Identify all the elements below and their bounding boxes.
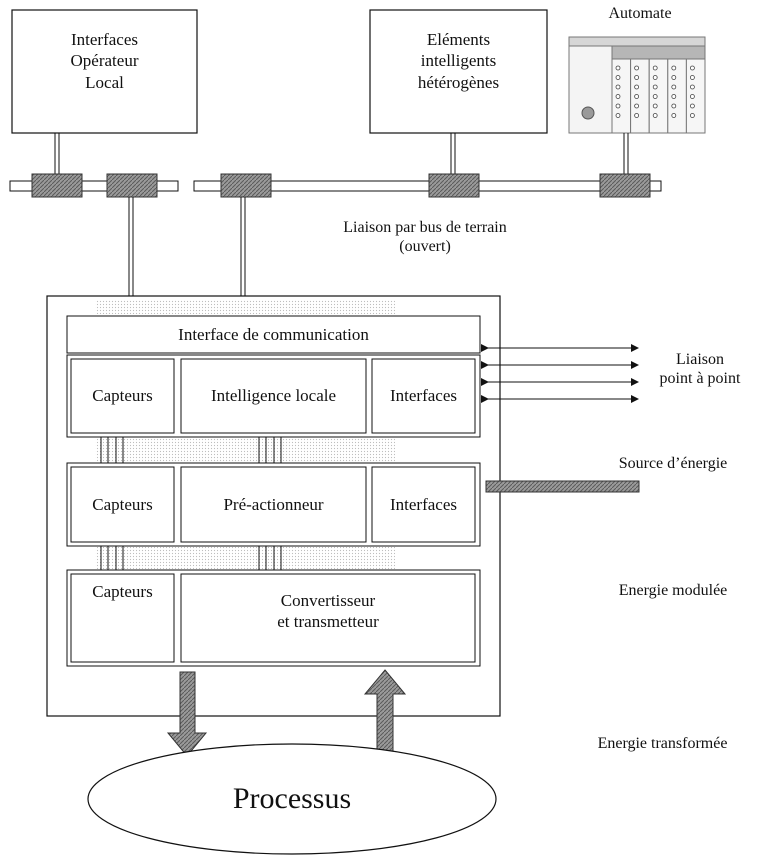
bus-connector bbox=[31, 173, 83, 198]
plc-led bbox=[671, 113, 677, 118]
plc-led bbox=[652, 103, 658, 109]
plc-led bbox=[652, 65, 658, 71]
plc-led bbox=[634, 84, 639, 90]
energie-transformee-label: Energie transformée bbox=[597, 735, 728, 752]
bus-connector bbox=[599, 173, 651, 198]
label-line: Local bbox=[85, 72, 124, 92]
automate-icon bbox=[568, 36, 706, 134]
plc-led bbox=[671, 84, 677, 90]
process-ellipse bbox=[87, 743, 497, 855]
row3-capteurs-label: Capteurs bbox=[92, 582, 153, 602]
row2-capteurs-label: Capteurs bbox=[92, 494, 153, 514]
module-top-shading bbox=[95, 300, 395, 314]
plc-led bbox=[652, 75, 658, 80]
plc-led bbox=[690, 75, 695, 80]
gap-shading bbox=[95, 547, 395, 569]
plc-slot bbox=[630, 58, 650, 134]
plc-slot bbox=[648, 58, 669, 134]
row3-convertisseur-box bbox=[180, 573, 476, 663]
label-line: Liaison bbox=[676, 351, 724, 368]
plc-led bbox=[652, 94, 658, 99]
plc-led bbox=[634, 75, 639, 80]
liaison-point-label: Liaison point à point bbox=[640, 350, 760, 388]
fieldbus-line bbox=[9, 180, 662, 192]
plc-led bbox=[634, 103, 639, 109]
label-line: point à point bbox=[659, 370, 741, 388]
plc-led bbox=[615, 75, 621, 80]
point-to-point-arrows bbox=[481, 344, 639, 403]
label-line: Convertisseur bbox=[280, 590, 376, 610]
gap-shading bbox=[95, 438, 395, 462]
energie-modulee-label: Energie modulée bbox=[618, 582, 728, 599]
label-line: Interfaces bbox=[70, 30, 138, 50]
automate-label: Automate bbox=[608, 5, 672, 22]
plc-led bbox=[634, 94, 639, 99]
plc-led bbox=[690, 103, 695, 109]
plc-led bbox=[615, 103, 621, 109]
communication-interface-label: Interface de communication bbox=[178, 324, 369, 344]
elements-intelligents-box bbox=[369, 9, 548, 134]
process-label: Processus bbox=[232, 782, 352, 816]
row1-capteurs-label: Capteurs bbox=[92, 386, 153, 406]
row2-preactionneur-box bbox=[180, 466, 367, 543]
plc-led bbox=[634, 65, 639, 71]
plc-led bbox=[615, 65, 621, 71]
inter-row-links bbox=[100, 546, 282, 570]
plc-led bbox=[690, 84, 695, 90]
plc-led bbox=[652, 84, 658, 90]
row2-interfaces-label: Interfaces bbox=[389, 494, 457, 514]
label-line: Opérateur bbox=[70, 51, 139, 71]
inter-row-links bbox=[100, 437, 282, 463]
label-line: Liaison par bus de terrain bbox=[343, 219, 507, 236]
row2-capteurs-box bbox=[70, 466, 175, 543]
energy-source-bar bbox=[485, 480, 640, 493]
plc-led bbox=[690, 94, 695, 99]
row1-interfaces-label: Interfaces bbox=[389, 386, 457, 406]
plc-led bbox=[671, 65, 677, 71]
plc-led bbox=[671, 75, 677, 80]
label-line: Eléments bbox=[426, 30, 491, 50]
row1-capteurs-box bbox=[70, 358, 175, 434]
energy-down-arrow bbox=[166, 671, 208, 757]
label-line: (ouvert) bbox=[399, 238, 451, 256]
plc-slot bbox=[611, 58, 632, 134]
row3-capteurs-box bbox=[70, 573, 175, 663]
plc-slot bbox=[667, 58, 687, 134]
communication-interface-box bbox=[66, 315, 481, 354]
bus-label: Liaison par bus de terrain (ouvert) bbox=[295, 218, 555, 256]
label-line: hétérogènes bbox=[417, 72, 500, 92]
source-energie-label: Source d’énergie bbox=[618, 455, 728, 472]
label-line: intelligents bbox=[420, 51, 497, 71]
plc-led bbox=[690, 113, 695, 118]
interfaces-operateur-label: Interfaces Opérateur Local bbox=[12, 30, 197, 92]
label-line: et transmetteur bbox=[277, 612, 379, 631]
row2-preactionneur-label: Pré-actionneur bbox=[223, 494, 324, 514]
row1-intelligence-label: Intelligence locale bbox=[210, 386, 337, 406]
plc-led bbox=[671, 103, 677, 109]
bus-connector bbox=[106, 173, 158, 198]
plc-led bbox=[615, 84, 621, 90]
interfaces-operateur-box bbox=[11, 9, 198, 134]
plc-led bbox=[615, 113, 621, 118]
plc-led bbox=[615, 94, 621, 99]
plc-slot bbox=[685, 58, 706, 134]
bus-connector bbox=[428, 173, 480, 198]
plc-led bbox=[652, 113, 658, 118]
row1-intelligence-box bbox=[180, 358, 367, 434]
bus-connector bbox=[220, 173, 272, 198]
row1-interfaces-box bbox=[371, 358, 476, 434]
row2-interfaces-box bbox=[371, 466, 476, 543]
plc-led bbox=[690, 65, 695, 71]
plc-led bbox=[634, 113, 639, 118]
row3-convertisseur-label: Convertisseur et transmetteur bbox=[181, 586, 475, 636]
plc-led bbox=[671, 94, 677, 99]
elements-intelligents-label: Eléments intelligents hétérogènes bbox=[370, 30, 547, 92]
